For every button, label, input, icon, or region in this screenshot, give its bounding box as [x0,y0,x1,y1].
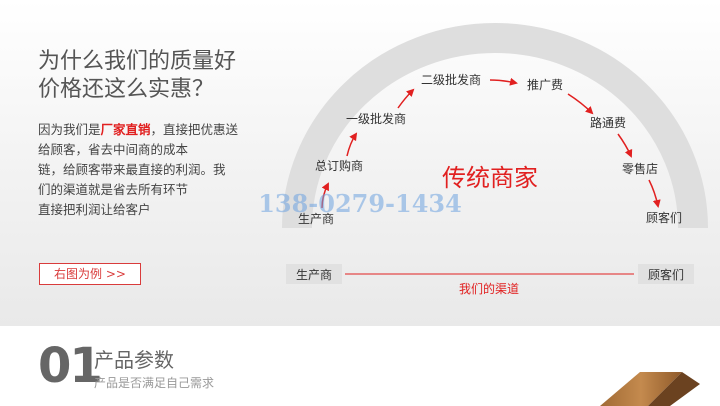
arc-arrow-2 [346,132,358,157]
arc-arrow-4 [489,77,518,86]
description-line-3: 链，给顾客带来最直接的利润。我 [38,162,226,177]
arc-stage-first-wholesaler: 一级批发商 [346,111,406,126]
description-line-5: 直接把利润让给客户 [38,202,151,217]
example-button[interactable]: 右图为例 >> [39,263,141,285]
headline-line-1: 为什么我们的质量好 [38,49,237,74]
wood-side-face [648,372,700,406]
description-line-1-pre: 因为我们是 [38,122,101,137]
direct-start-box [286,264,342,284]
description-line-1-post: ，直接把优惠送 [150,122,239,137]
section-subtitle: 产品是否满足自己需求 [94,376,215,390]
traditional-channel-arc [282,23,708,229]
description-highlight: 厂家直销 [100,122,151,137]
direct-channel-label: 我们的渠道 [459,281,519,296]
arc-stage-customers: 顾客们 [646,210,682,225]
arc-stage-manufacturer: 生产商 [298,211,334,226]
headline: 为什么我们的质量好 价格还这么实惠？ [38,48,278,104]
phone-watermark: 138-0279-1434 [258,189,462,218]
arc-title: 传统商家 [442,164,538,192]
description-line-4: 们的渠道就是省去所有环节 [38,182,189,197]
description-line-2: 给顾客，省去中间商的成本 [38,142,189,157]
section-number: 01 [38,338,103,394]
arc-arrow-1 [321,182,329,209]
arc-stage-promotion-fee: 推广费 [527,78,563,92]
direct-start-label: 生产商 [296,267,332,282]
headline-line-2: 价格还这么实惠？ [38,77,215,102]
direct-end-box [638,264,694,284]
arc-stage-master-buyer: 总订购商 [315,158,363,173]
direct-end-label: 顾客们 [648,267,684,282]
channel-diagram: 传统商家 生产商 总订购商 一级批发商 二级批发商 推广费 路通费 零售店 顾客… [258,23,708,296]
description: 因为我们是厂家直销，直接把优惠送 给顾客，省去中间商的成本 链，给顾客带来最直接… [38,120,278,220]
wood-top-face [600,372,682,406]
arc-arrow-6 [617,133,633,158]
arc-stage-second-wholesaler: 二级批发商 [421,72,481,87]
arc-arrow-7 [648,179,661,208]
arc-arrow-5 [567,93,594,115]
description-line-1: 因为我们是厂家直销，直接把优惠送 [38,120,278,140]
arc-stage-retail-store: 零售店 [622,161,658,176]
arc-arrow-3 [397,88,415,109]
arc-stage-channel-fee: 路通费 [590,115,626,130]
section-title: 产品参数 [94,348,174,372]
